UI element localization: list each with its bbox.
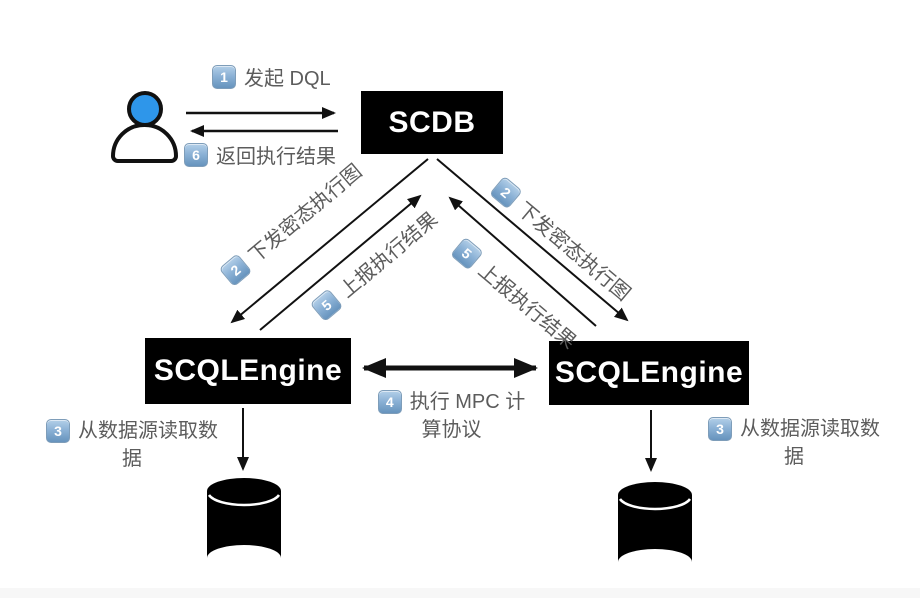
step-badge-6: 6 (184, 142, 208, 167)
label-step6: 6 返回执行结果 (184, 140, 336, 169)
node-scqlengine-right: SCQLEngine (549, 341, 749, 405)
label-step4-line1: 执行 MPC 计 (409, 391, 526, 413)
label-step1: 1 发起 DQL (212, 62, 331, 91)
label-step3-right-line1: 从数据源读取数 (740, 418, 880, 440)
label-step3-right-line2: 据 (784, 446, 804, 468)
node-scqlengine-left: SCQLEngine (145, 338, 351, 404)
label-step3-right: 3 从数据源读取数 据 (693, 414, 895, 471)
user-icon-head (127, 91, 163, 127)
arrow-step5-left-engine-to-scdb (259, 194, 422, 331)
label-step4: 4 执行 MPC 计 算协议 (354, 387, 549, 444)
label-step6-text: 返回执行结果 (216, 146, 336, 168)
arrow-step2-scdb-to-left-engine (230, 158, 429, 324)
node-scdb: SCDB (361, 91, 503, 154)
arrow-step2-scdb-to-right-engine (436, 158, 629, 322)
step-badge-3: 3 (708, 417, 732, 441)
step-badge-3: 3 (46, 419, 70, 443)
label-step3-left: 3 从数据源读取数 据 (24, 416, 240, 473)
step-badge-1: 1 (212, 64, 236, 89)
database-icon (207, 478, 281, 558)
database-icon (618, 482, 692, 562)
arrow-step5-right-engine-to-scdb (448, 196, 597, 327)
label-step4-line2: 算协议 (421, 419, 482, 441)
bottom-strip (0, 588, 920, 598)
label-step1-text: 发起 DQL (244, 68, 331, 90)
label-step3-left-line2: 据 (122, 448, 142, 470)
step-badge-4: 4 (377, 390, 402, 414)
label-step3-left-line1: 从数据源读取数 (78, 420, 218, 442)
